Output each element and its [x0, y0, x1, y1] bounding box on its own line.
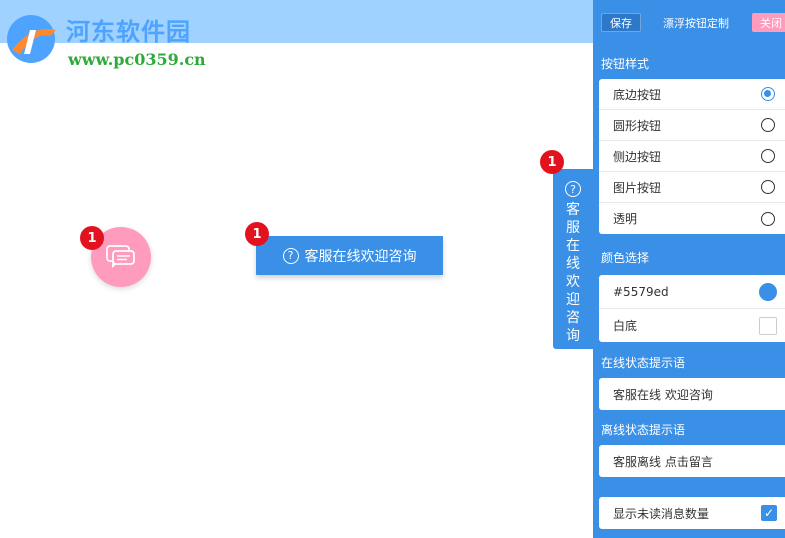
side-char: 欢 [566, 274, 580, 290]
option-label: 透明 [613, 212, 638, 226]
settings-panel: 保存 漂浮按钮定制 关闭 按钮样式 底边按钮 圆形按钮 侧边按钮 图片按钮 透明… [593, 0, 785, 538]
option-label: 图片按钮 [613, 180, 662, 195]
side-char: 咨 [566, 310, 580, 326]
chat-bubble-icon [106, 245, 135, 269]
close-button[interactable]: 关闭 [752, 13, 785, 32]
panel-title: 漂浮按钮定制 [663, 17, 729, 30]
side-char: 在 [566, 238, 580, 254]
radio[interactable] [761, 211, 775, 226]
radio-selected[interactable] [761, 87, 775, 101]
unread-count-label: 显示未读消息数量 [613, 506, 710, 521]
watermark-title: 河东软件园 [66, 17, 191, 46]
white-swatch[interactable] [759, 316, 777, 335]
unread-count-row[interactable]: 显示未读消息数量 ✓ [599, 497, 785, 529]
offline-message-field[interactable]: 客服离线 点击留言 [599, 445, 785, 477]
question-icon: ? [565, 181, 581, 197]
panel-toolbar: 保存 漂浮按钮定制 关闭 [593, 0, 785, 43]
side-button-label: 客 服 在 线 欢 迎 咨 询 [566, 201, 580, 345]
color-option-white[interactable]: 白底 [599, 309, 785, 342]
rect-button-label: 客服在线欢迎咨询 [304, 248, 417, 265]
color-heading: 颜色选择 [601, 251, 650, 265]
radio[interactable] [761, 149, 775, 163]
unread-badge: 1 [80, 226, 104, 250]
side-char: 迎 [566, 292, 580, 308]
style-option-image[interactable]: 图片按钮 [599, 172, 785, 203]
question-icon: ? [282, 247, 299, 264]
color-value: #5579ed [613, 284, 669, 299]
offline-message-row[interactable]: 客服离线 点击留言 [599, 445, 785, 477]
color-swatch[interactable] [759, 282, 777, 301]
checkbox-checked[interactable]: ✓ [761, 505, 777, 521]
offline-message: 客服离线 点击留言 [613, 454, 713, 469]
side-chat-button[interactable]: ? 客 服 在 线 欢 迎 咨 询 [553, 169, 593, 349]
style-option-transparent[interactable]: 透明 [599, 203, 785, 234]
style-option-side[interactable]: 侧边按钮 [599, 141, 785, 172]
style-option-circle[interactable]: 圆形按钮 [599, 110, 785, 141]
color-label: 白底 [613, 319, 638, 333]
save-button[interactable]: 保存 [601, 13, 641, 32]
online-message: 客服在线 欢迎咨询 [613, 387, 713, 402]
side-char: 服 [566, 220, 580, 236]
side-char: 询 [566, 328, 580, 344]
unread-count-option[interactable]: 显示未读消息数量 ✓ [599, 497, 785, 529]
watermark: 河东软件园 www.pc0359.cn [4, 6, 244, 70]
option-label: 侧边按钮 [613, 149, 662, 164]
unread-badge: 1 [540, 150, 564, 174]
button-style-list: 底边按钮 圆形按钮 侧边按钮 图片按钮 透明 [599, 79, 785, 234]
online-message-row[interactable]: 客服在线 欢迎咨询 [599, 378, 785, 410]
color-list: #5579ed 白底 [599, 275, 785, 342]
option-label: 底边按钮 [613, 87, 662, 102]
button-style-heading: 按钮样式 [601, 57, 650, 71]
option-label: 圆形按钮 [613, 118, 662, 133]
unread-badge: 1 [245, 222, 269, 246]
color-option-primary[interactable]: #5579ed [599, 275, 785, 309]
bottom-border-chat-button[interactable]: ? 客服在线欢迎咨询 [256, 236, 443, 275]
site-logo-icon [7, 15, 56, 63]
style-option-bottom[interactable]: 底边按钮 [599, 79, 785, 110]
online-heading: 在线状态提示语 [601, 356, 686, 370]
circle-chat-button[interactable] [91, 227, 151, 287]
online-message-field[interactable]: 客服在线 欢迎咨询 [599, 378, 785, 410]
side-char: 线 [566, 256, 580, 272]
offline-heading: 离线状态提示语 [601, 423, 686, 437]
radio[interactable] [761, 180, 775, 194]
radio[interactable] [761, 118, 775, 132]
preview-header-bar [0, 0, 593, 43]
side-char: 客 [566, 202, 580, 218]
watermark-url: www.pc0359.cn [68, 50, 206, 69]
